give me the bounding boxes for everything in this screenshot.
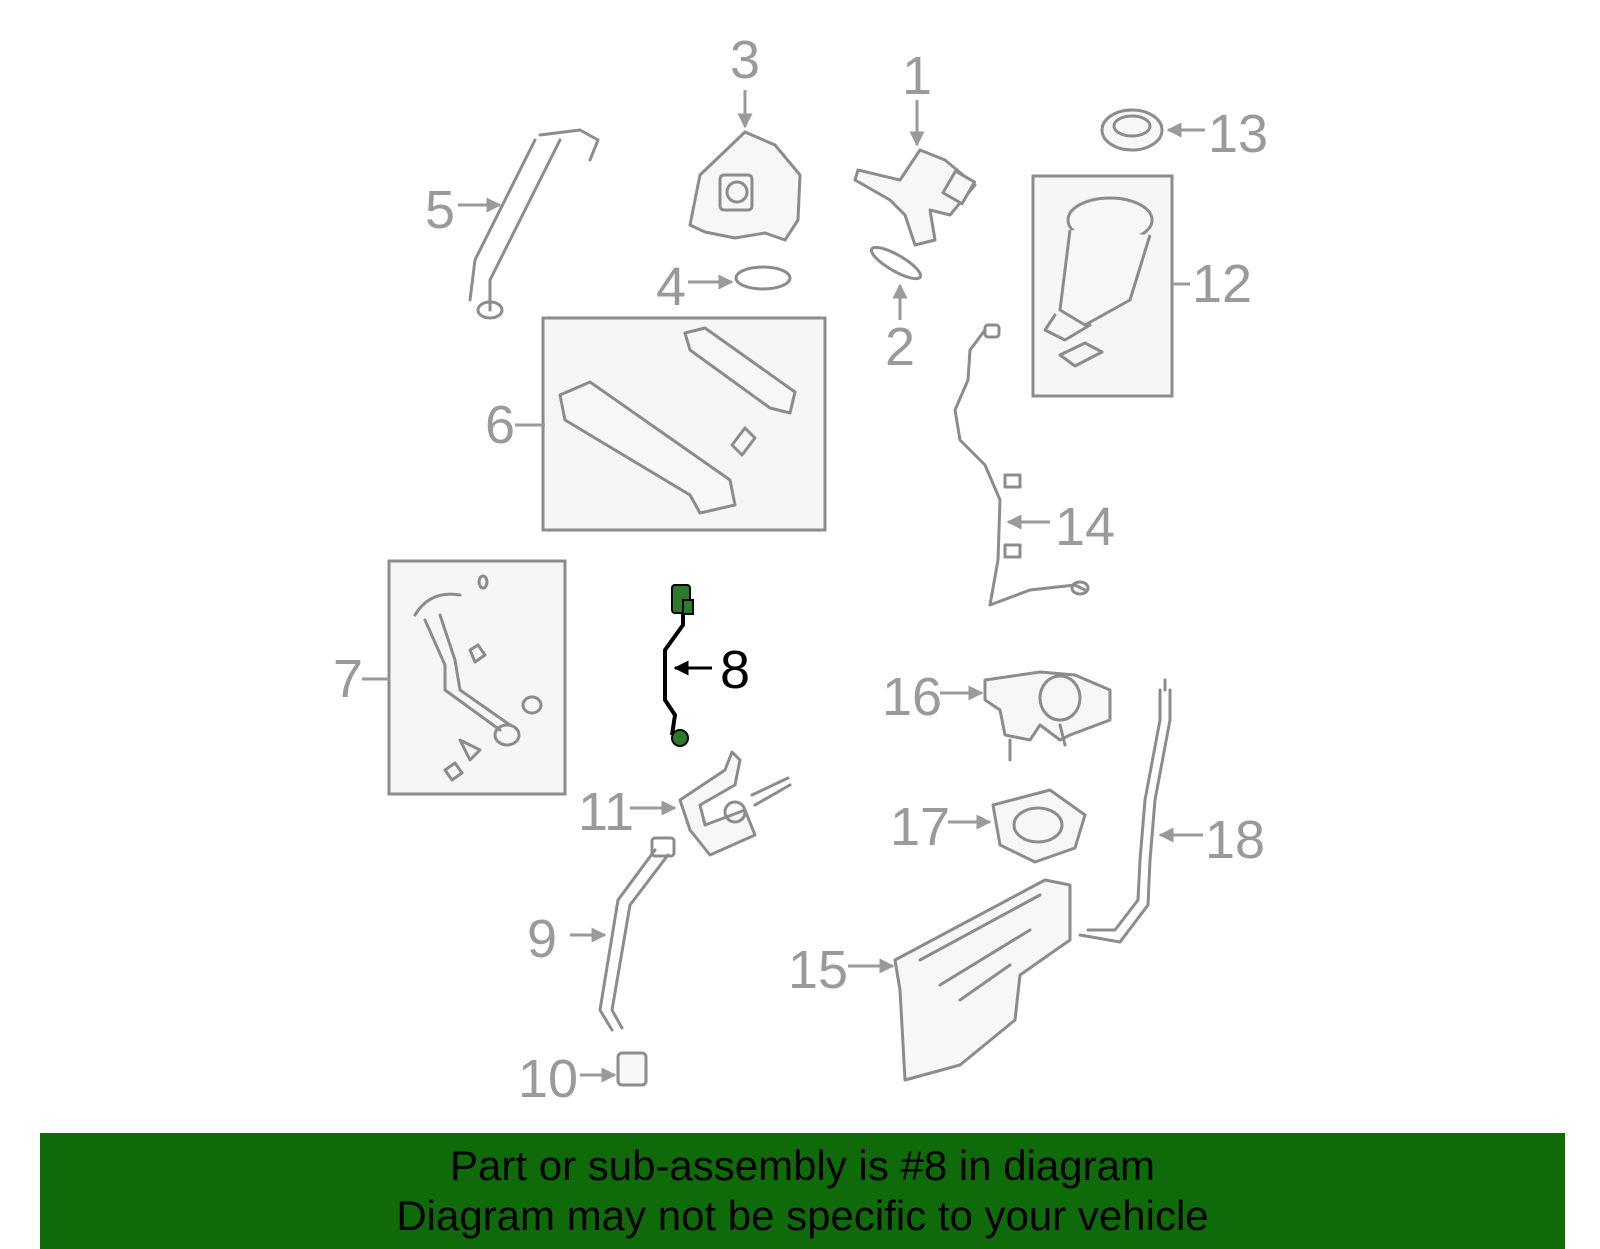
callout-16: 16 bbox=[882, 667, 942, 727]
part-13-cap: 13 bbox=[1100, 104, 1268, 164]
callout-13: 13 bbox=[1208, 104, 1268, 164]
part-2-gasket: 2 bbox=[869, 245, 923, 377]
part-12-pump-assembly: 12 bbox=[1031, 174, 1252, 398]
part-1-bracket: 1 bbox=[853, 46, 977, 247]
callout-10: 10 bbox=[518, 1049, 578, 1109]
callout-14: 14 bbox=[1055, 497, 1115, 557]
callout-9: 9 bbox=[527, 909, 557, 969]
callout-12: 12 bbox=[1192, 254, 1252, 314]
footer-line-1: Part or sub-assembly is #8 in diagram bbox=[450, 1142, 1155, 1189]
callout-18: 18 bbox=[1205, 810, 1265, 870]
callout-6: 6 bbox=[485, 395, 515, 455]
part-3-cover: 3 bbox=[688, 30, 802, 242]
callout-11: 11 bbox=[578, 782, 634, 842]
part-8-sensor-harness: 8 bbox=[663, 584, 750, 747]
footer-line-2: Diagram may not be specific to your vehi… bbox=[396, 1192, 1209, 1239]
part-18-dipstick-tube: 18 bbox=[1078, 678, 1265, 944]
part-14-wire-harness: 14 bbox=[953, 323, 1115, 607]
callout-15: 15 bbox=[788, 940, 848, 1000]
footer-banner: Part or sub-assembly is #8 in diagram Di… bbox=[40, 1133, 1565, 1249]
part-5-tube: 5 bbox=[425, 128, 600, 320]
callout-7: 7 bbox=[333, 649, 363, 709]
part-7-hose-kit: 7 bbox=[333, 559, 567, 796]
part-17-gasket-plate: 17 bbox=[890, 788, 1087, 864]
callout-17: 17 bbox=[890, 797, 950, 857]
callout-5: 5 bbox=[425, 180, 455, 240]
part-10-fitting: 10 bbox=[518, 1049, 648, 1109]
callout-8: 8 bbox=[720, 640, 750, 700]
callout-2: 2 bbox=[885, 317, 915, 377]
part-4-oring: 4 bbox=[656, 257, 792, 317]
callout-1: 1 bbox=[902, 46, 932, 106]
callout-3: 3 bbox=[730, 30, 760, 90]
callout-4: 4 bbox=[656, 257, 686, 317]
part-15-oil-pan: 15 bbox=[788, 878, 1072, 1082]
part-11-valve-bracket: 11 bbox=[578, 750, 792, 857]
part-6-cooler-assembly: 6 bbox=[485, 316, 827, 532]
part-16-egr-valve: 16 bbox=[882, 667, 1112, 762]
part-9-pipe: 9 bbox=[527, 836, 676, 1032]
